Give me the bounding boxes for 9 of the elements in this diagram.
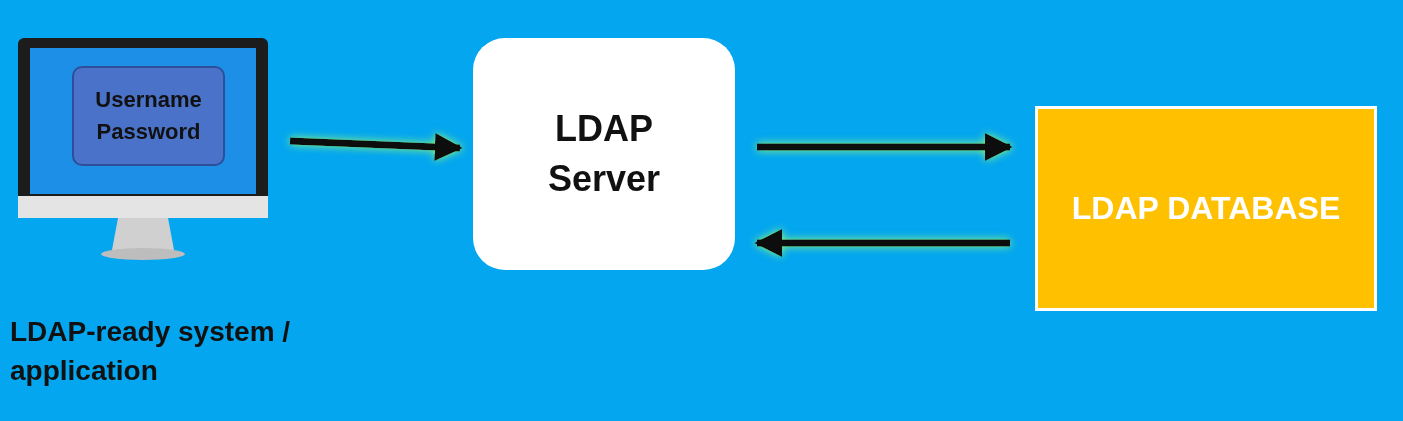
server-label: LDAP Server <box>546 106 662 201</box>
login-panel <box>72 66 225 166</box>
field-label: Username <box>94 89 203 111</box>
server-box <box>473 38 735 270</box>
system-caption: LDAP-ready system / application <box>10 315 292 389</box>
database-box <box>1035 106 1377 311</box>
arrow <box>289 133 463 161</box>
database-label: LDAP DATABASE <box>1071 189 1341 228</box>
field-label: Password <box>95 121 202 143</box>
